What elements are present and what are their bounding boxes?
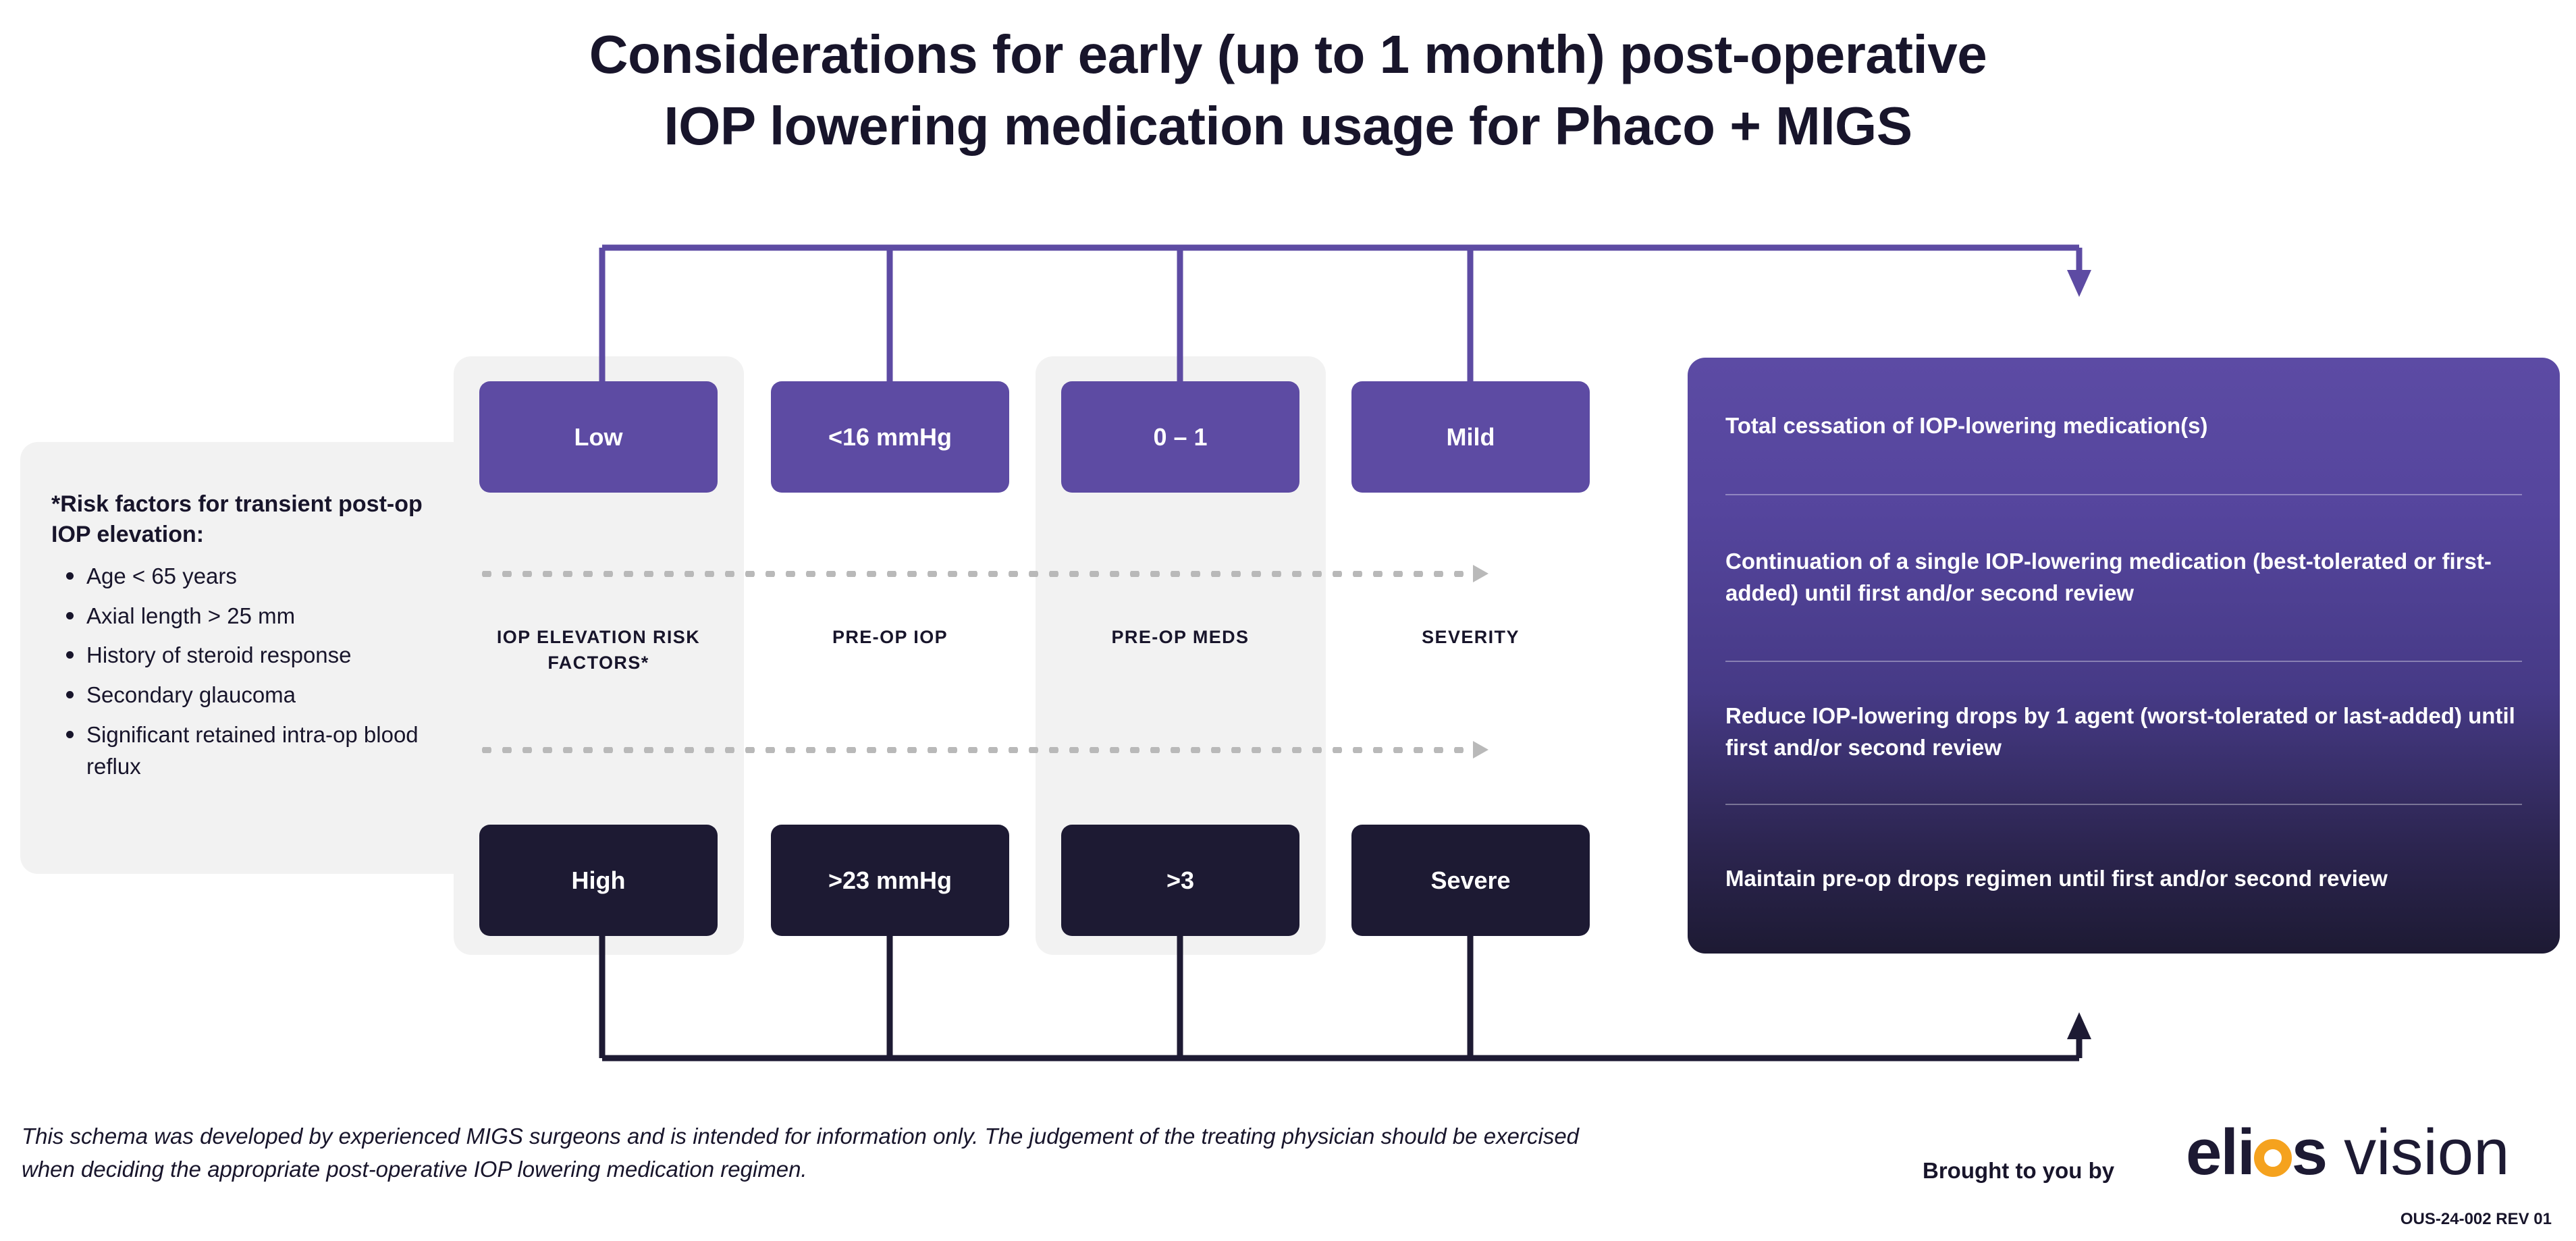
dotted-arrow-icon [1473, 741, 1488, 759]
column-caption-4: SEVERITY [1422, 627, 1520, 647]
risk-factors-list: Age < 65 years Axial length > 25 mm Hist… [51, 561, 462, 783]
column-caption-2: PRE-OP IOP [832, 627, 948, 647]
list-item: Secondary glaucoma [66, 680, 462, 711]
criterion-box-high-2[interactable]: >23 mmHg [771, 825, 1009, 936]
list-item: Significant retained intra-op blood refl… [66, 719, 462, 783]
top-arrowhead-icon [2067, 270, 2091, 297]
recommendations-panel: Total cessation of IOP-lowering medicati… [1688, 358, 2560, 954]
flow-dotted-row-2 [477, 741, 1488, 759]
column-caption-3: PRE-OP MEDS [1111, 627, 1250, 647]
list-item: Axial length > 25 mm [66, 601, 462, 632]
recommendation-row: Maintain pre-op drops regimen until firs… [1688, 804, 2560, 954]
bottom-arrowhead-icon [2067, 1012, 2091, 1039]
criterion-box-low-4[interactable]: Mild [1351, 381, 1590, 493]
bottom-connector-dark [599, 936, 2083, 1061]
risk-factors-card: *Risk factors for transient post-op IOP … [20, 442, 493, 874]
criterion-box-high-4[interactable]: Severe [1351, 825, 1590, 936]
recommendation-row: Reduce IOP-lowering drops by 1 agent (wo… [1688, 661, 2560, 804]
logo-vision-wordmark: vision [2344, 1116, 2510, 1188]
list-item: Age < 65 years [66, 561, 462, 592]
criterion-box-low-1[interactable]: Low [479, 381, 718, 493]
criterion-box-high-1[interactable]: High [479, 825, 718, 936]
logo-text-s: s [2291, 1116, 2328, 1188]
flow-dotted-row-1 [477, 565, 1488, 582]
recommendation-row: Total cessation of IOP-lowering medicati… [1725, 412, 2208, 438]
document-number: OUS-24-002 REV 01 [2400, 1210, 2552, 1228]
brought-to-you-by-label: Brought to you by [1923, 1158, 2115, 1183]
dotted-arrow-icon [1473, 565, 1488, 582]
dotted-line [477, 747, 1478, 753]
title-line-2: IOP lowering medication usage for Phaco … [664, 95, 1912, 156]
page-title: Considerations for early (up to 1 month)… [0, 19, 2576, 161]
list-item: History of steroid response [66, 640, 462, 671]
logo-text-eli: eli [2186, 1116, 2255, 1188]
criterion-box-high-3[interactable]: >3 [1061, 825, 1299, 936]
recommendation-row: Continuation of a single IOP-lowering me… [1688, 494, 2560, 661]
criterion-box-low-2[interactable]: <16 mmHg [771, 381, 1009, 493]
column-caption-1: IOP ELEVATION RISK FACTORS* [496, 627, 701, 673]
disclaimer-text: This schema was developed by experienced… [22, 1124, 1580, 1182]
risk-factors-heading: *Risk factors for transient post-op IOP … [51, 491, 423, 547]
criterion-box-low-3[interactable]: 0 – 1 [1061, 381, 1299, 493]
logo-orange-ring-icon [2253, 1139, 2292, 1177]
dotted-line [477, 571, 1478, 577]
title-line-1: Considerations for early (up to 1 month)… [589, 24, 1987, 84]
